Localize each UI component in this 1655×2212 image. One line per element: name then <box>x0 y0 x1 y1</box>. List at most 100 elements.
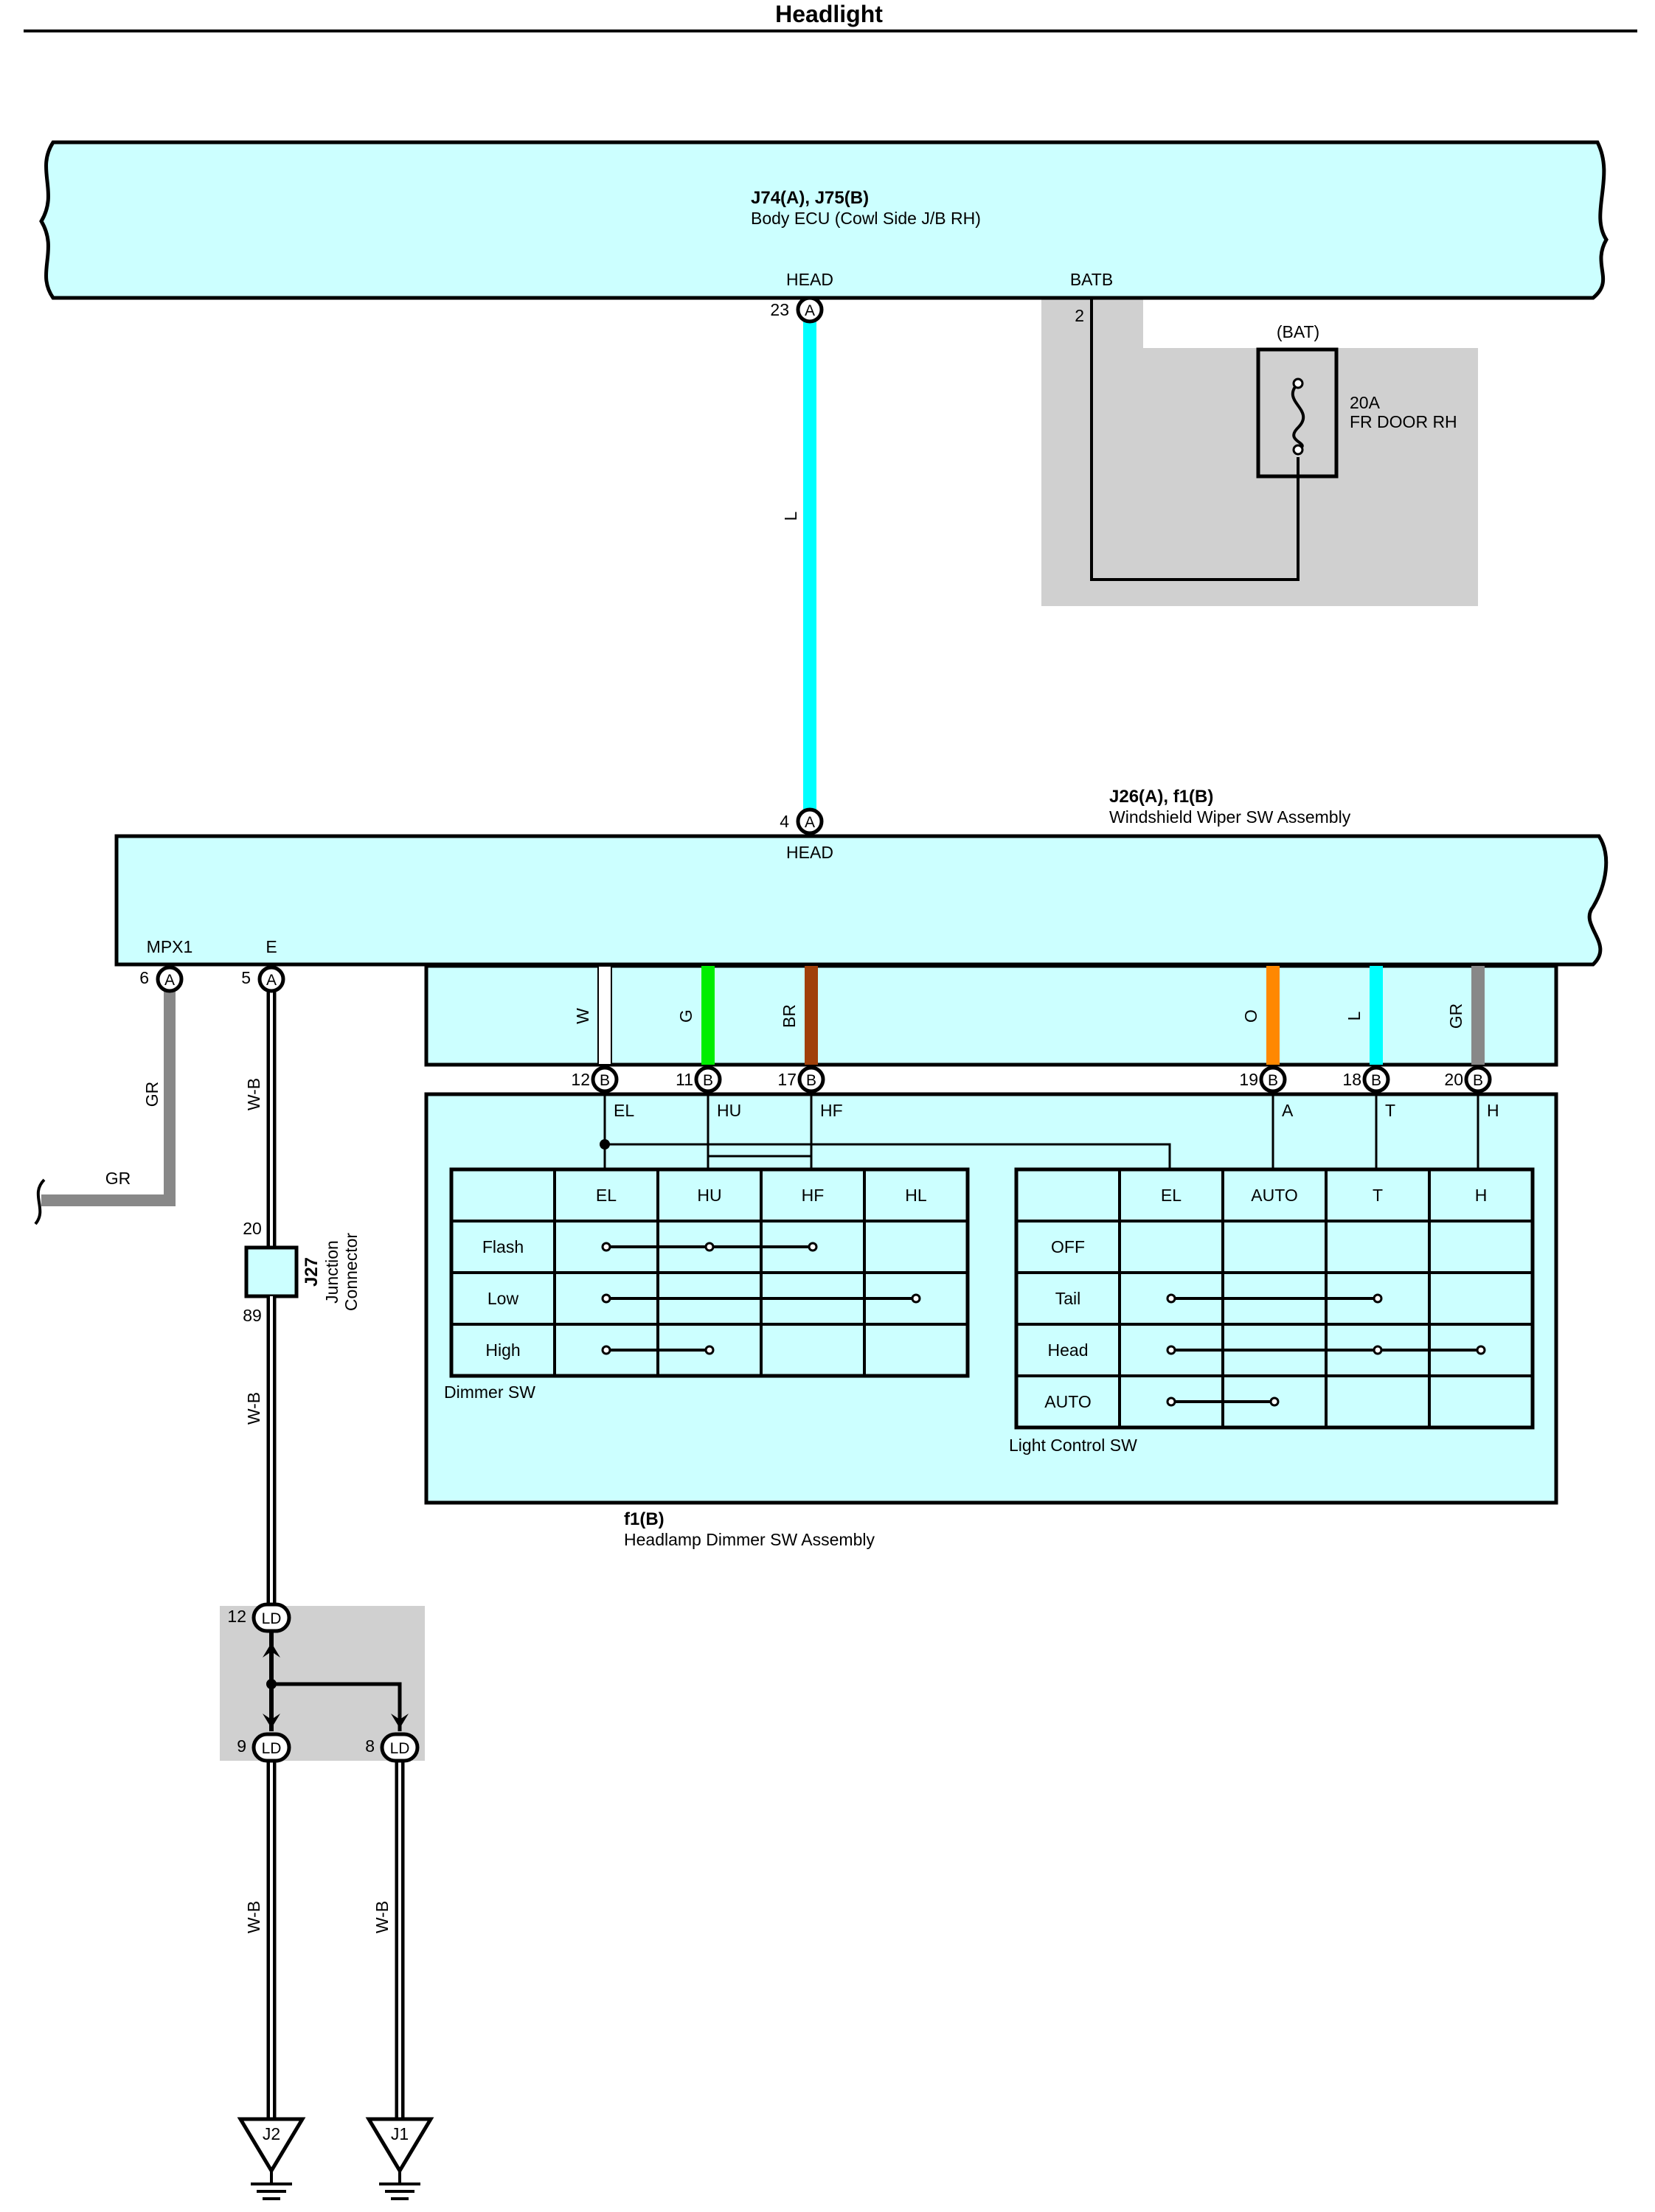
pin-number-4: 4 <box>780 812 789 831</box>
pin-connector-letter: LD <box>390 1740 410 1757</box>
wire-label-head: L <box>781 511 800 521</box>
pin-circle-11: B <box>694 1065 722 1093</box>
pin-terminal-e: E <box>266 937 277 956</box>
table-row-label: Head <box>1048 1340 1089 1360</box>
pin-connector-letter: A <box>164 972 175 989</box>
wire-label: L <box>1345 1011 1364 1020</box>
junction-id: J27 <box>302 1257 322 1287</box>
dimmer-assembly-connector: f1(B) <box>624 1509 665 1529</box>
wire-break-icon <box>34 1178 46 1225</box>
junction-connector-box <box>244 1245 299 1298</box>
fuse-circuit-wire <box>1090 298 1300 581</box>
fuse-name: FR DOOR RH <box>1350 412 1457 431</box>
wire-label-mpx1: GR <box>142 1082 162 1107</box>
ground-j2: J2 <box>237 2117 306 2200</box>
dimmer-assembly-name: Headlamp Dimmer SW Assembly <box>624 1530 875 1549</box>
pin-connector-letter: B <box>703 1072 713 1089</box>
wiper-sw-box <box>114 834 1609 967</box>
pin-number-6: 6 <box>139 968 149 987</box>
pin-connector-letter: B <box>1473 1072 1483 1089</box>
wiper-sw-connector: J26(A), f1(B) <box>1109 787 1213 807</box>
pin-circle-12: B <box>591 1065 619 1093</box>
wire-label-e-lower: W-B <box>244 1392 263 1425</box>
table-label: Dimmer SW <box>444 1382 535 1402</box>
ground-label-j1: J1 <box>391 2124 409 2143</box>
ground-icon <box>237 2117 306 2174</box>
body-ecu-connector: J74(A), J75(B) <box>751 188 869 208</box>
switch-contact <box>911 1293 921 1304</box>
pin-number-2: 2 <box>1075 306 1084 325</box>
pin-connector-letter: A <box>266 972 277 989</box>
wiper-sw-name: Windshield Wiper SW Assembly <box>1109 807 1351 827</box>
pin-terminal: H <box>1487 1101 1499 1120</box>
pin-connector-letter: B <box>806 1072 816 1089</box>
switch-contact <box>704 1345 715 1355</box>
pin-terminal: EL <box>614 1101 634 1120</box>
wire-label: G <box>676 1009 695 1023</box>
ground-label-j2: J2 <box>263 2124 280 2143</box>
table-column-header: EL <box>596 1186 617 1205</box>
pin-connector-letter: B <box>1371 1072 1381 1089</box>
pin-connector-letter: A <box>805 302 815 319</box>
table-column-header: HL <box>905 1186 927 1205</box>
wire-label-mpx1-end: GR <box>105 1169 131 1188</box>
pin-terminal: A <box>1282 1101 1294 1120</box>
wire-label-j1: W-B <box>372 1901 392 1933</box>
pin-terminal-batb: BATB <box>1070 270 1113 289</box>
pin-number: 11 <box>676 1070 693 1089</box>
table-label: Light Control SW <box>1009 1436 1137 1455</box>
pin-connector-letter: A <box>805 814 815 831</box>
pin-number-5: 5 <box>241 968 251 987</box>
wire-label: W <box>573 1008 592 1024</box>
ld-pin-number-12: 12 <box>227 1607 246 1626</box>
page-title: Headlight <box>775 1 883 27</box>
table-row-label: Flash <box>482 1237 524 1256</box>
pin-number-23: 23 <box>770 300 789 319</box>
ld-connector-8: LD <box>380 1732 420 1763</box>
pin-connector-letter: LD <box>262 1740 282 1757</box>
table-column-header: HF <box>802 1186 825 1205</box>
ld-pin-number-9: 9 <box>237 1736 246 1756</box>
body-ecu-box <box>39 140 1609 300</box>
fuse-rating: 20A <box>1350 393 1381 412</box>
fuse-terminal-top <box>1292 378 1304 389</box>
pin-number: 20 <box>1444 1070 1463 1089</box>
fuse-source: (BAT) <box>1277 322 1319 341</box>
junction-pin-top: 20 <box>243 1219 262 1238</box>
junction-name-2: Connector <box>341 1233 361 1311</box>
fuse-box <box>1256 347 1339 479</box>
table-row-label: Tail <box>1055 1289 1081 1308</box>
table-column-header: T <box>1373 1186 1383 1205</box>
table-column-header: EL <box>1161 1186 1182 1205</box>
wire-label-j2: W-B <box>244 1901 263 1933</box>
pin-connector-letter: B <box>600 1072 610 1089</box>
pin-terminal: HU <box>717 1101 741 1120</box>
pin-terminal-mpx1: MPX1 <box>147 937 193 956</box>
table-column-header: AUTO <box>1251 1186 1297 1205</box>
switch-contact <box>601 1345 611 1355</box>
ld-pin-number-8: 8 <box>365 1736 375 1756</box>
pin-circle-6: A <box>156 965 184 993</box>
pin-circle-4: A <box>796 807 824 835</box>
pin-circle-19: B <box>1259 1065 1287 1093</box>
ld-splice-wire <box>271 1682 402 1731</box>
internal-wire-panel <box>424 964 1558 1067</box>
switch-contact <box>1166 1345 1176 1355</box>
pin-circle-23: A <box>796 296 824 324</box>
ld-connector-9: LD <box>251 1732 291 1763</box>
pin-terminal-head-lower: HEAD <box>786 843 833 862</box>
arrow-down-icon <box>391 1714 409 1728</box>
switch-contact <box>1166 1397 1176 1407</box>
pin-number: 12 <box>571 1070 590 1089</box>
wire-label: BR <box>780 1004 799 1028</box>
wire-label: GR <box>1446 1004 1465 1029</box>
pin-circle-20: B <box>1464 1065 1492 1093</box>
ground-icon <box>365 2117 434 2174</box>
table-row-label: Low <box>488 1289 519 1308</box>
ld-connector-12: LD <box>251 1602 291 1633</box>
pin-terminal: T <box>1385 1101 1395 1120</box>
pin-circle-5: A <box>257 965 285 993</box>
wire-label-e-upper: W-B <box>244 1078 263 1110</box>
